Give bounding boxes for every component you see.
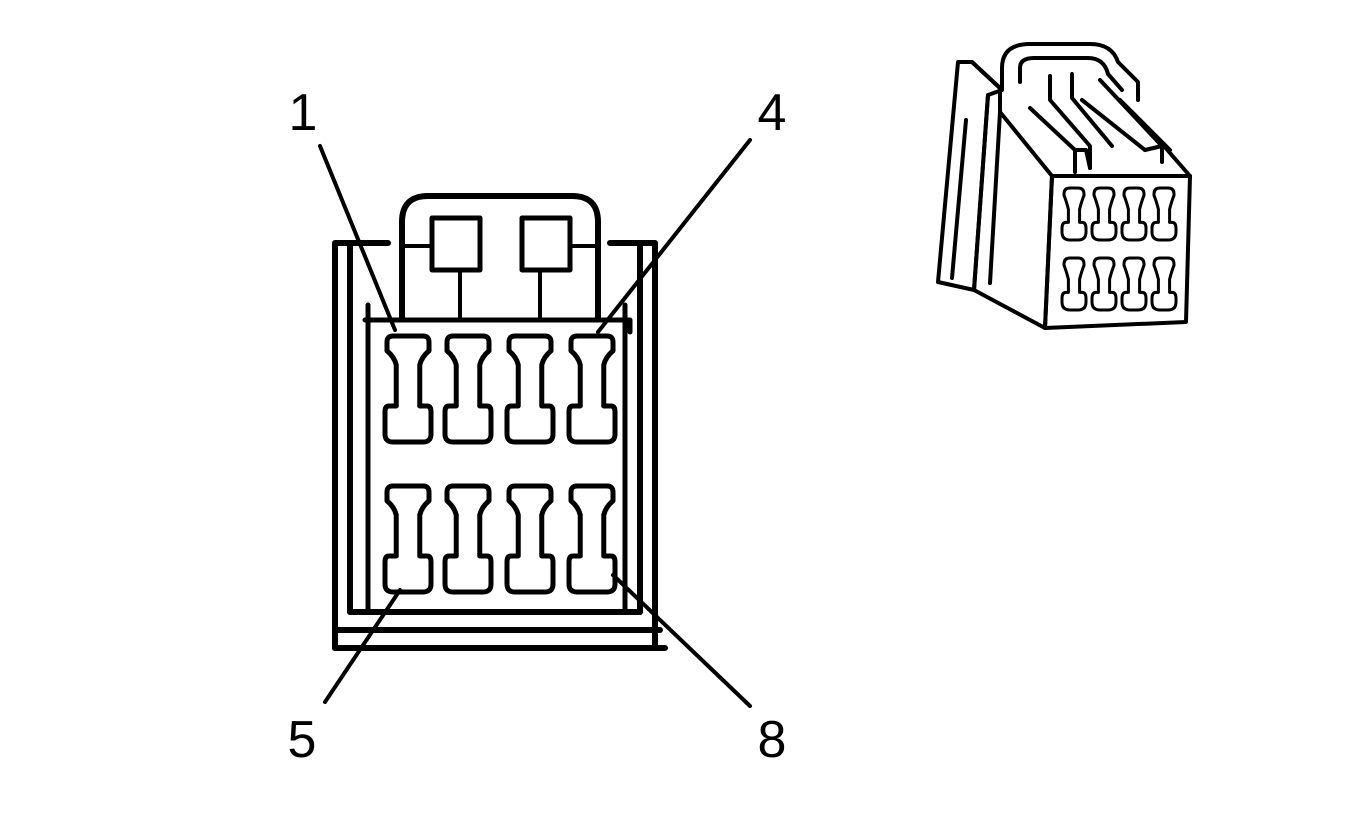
tab-window-stems	[400, 244, 600, 320]
locking-tab-outline	[399, 193, 601, 321]
iso-latch-inner	[1018, 56, 1124, 92]
locking-tab-bottom-edge	[362, 317, 633, 335]
housing-right-rail	[607, 240, 658, 651]
terminal-cavity-3	[504, 333, 556, 445]
pin-label-4: 4	[758, 84, 787, 142]
pin-leader-lines	[318, 138, 752, 708]
tab-window-left	[429, 215, 483, 273]
locking-tab	[362, 193, 633, 335]
iso-terminal-cavity-5	[1060, 256, 1088, 312]
terminal-cavity-6	[442, 483, 494, 595]
tab-window-right	[519, 215, 573, 273]
iso-body-side-edge	[988, 110, 1002, 285]
housing-bottom-rails	[332, 609, 668, 651]
pin-label-5: 5	[288, 711, 317, 769]
iso-terminal-cavity-7	[1120, 256, 1148, 312]
face-housing	[332, 240, 668, 651]
leader-line-pin-8	[611, 573, 752, 708]
iso-side-plate-inner	[950, 118, 968, 280]
iso-terminal-cavity-1	[1060, 186, 1088, 242]
connector-isometric-view	[936, 42, 1192, 330]
pin-label-1: 1	[289, 84, 318, 142]
iso-terminal-cavities	[1060, 186, 1178, 312]
connector-face-view: 1 4 5 8	[288, 84, 787, 769]
pin-label-8: 8	[758, 711, 787, 769]
terminal-cavity-2	[442, 333, 494, 445]
iso-terminal-cavity-4	[1150, 186, 1178, 242]
iso-body-top	[970, 60, 1192, 178]
terminal-cavity-8	[566, 483, 618, 595]
iso-latch-ribs	[1028, 72, 1172, 174]
iso-latch-arch	[1000, 42, 1140, 102]
iso-terminal-cavity-2	[1090, 186, 1118, 242]
housing-left-rail	[332, 240, 391, 651]
iso-terminal-cavity-6	[1090, 256, 1118, 312]
leader-line-pin-5	[323, 588, 402, 704]
terminal-cavity-7	[504, 483, 556, 595]
terminal-cavity-1	[382, 333, 434, 445]
iso-latch-step	[1073, 144, 1164, 170]
iso-terminal-cavity-8	[1150, 256, 1178, 312]
terminal-cavities	[382, 333, 618, 595]
terminal-cavity-5	[382, 483, 434, 595]
leader-line-pin-4	[596, 138, 752, 334]
terminal-cavity-4	[566, 333, 618, 445]
iso-front-face	[1043, 174, 1192, 330]
iso-terminal-cavity-3	[1120, 186, 1148, 242]
leader-line-pin-1	[318, 144, 397, 332]
